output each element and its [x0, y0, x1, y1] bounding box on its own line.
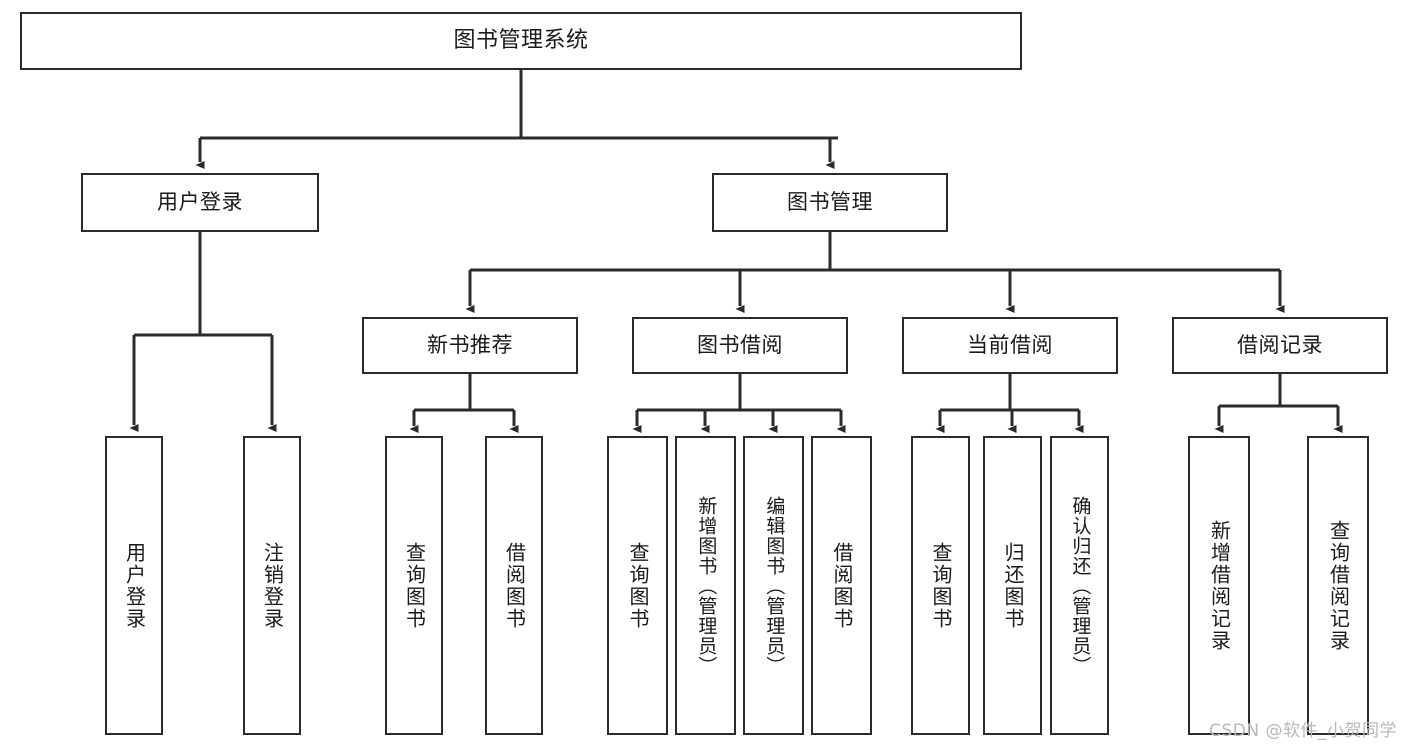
node-user-login[interactable]: 用户登录	[81, 173, 319, 232]
node-label: 借阅记录	[1237, 332, 1323, 357]
node-label: 新增借阅记录	[1207, 519, 1232, 652]
node-leaf-confirm-return-admin[interactable]: 确认归还（管理员）	[1050, 436, 1109, 735]
node-borrow-record[interactable]: 借阅记录	[1172, 317, 1388, 374]
node-leaf-borrow-book[interactable]: 借阅图书	[811, 436, 872, 735]
node-label: 查询借阅记录	[1326, 519, 1351, 652]
watermark-text: CSDN @软件_小贺同学	[1209, 721, 1397, 741]
node-label: 查询图书	[929, 541, 953, 630]
node-current-borrow[interactable]: 当前借阅	[902, 317, 1118, 374]
node-label: 编辑图书（管理员）	[763, 495, 786, 676]
node-leaf-add-borrow-record[interactable]: 新增借阅记录	[1188, 436, 1250, 735]
node-label: 查询图书	[402, 541, 427, 630]
node-leaf-edit-book-admin[interactable]: 编辑图书（管理员）	[743, 436, 804, 735]
node-leaf-user-login[interactable]: 用户登录	[105, 436, 163, 735]
node-leaf-return-book[interactable]: 归还图书	[983, 436, 1042, 735]
node-label: 用户登录	[157, 189, 243, 214]
node-label: 图书借阅	[697, 332, 783, 357]
node-label: 确认归还（管理员）	[1069, 495, 1092, 676]
node-new-book-recommend[interactable]: 新书推荐	[362, 317, 578, 374]
node-label: 借阅图书	[502, 541, 527, 630]
node-label: 注销登录	[260, 541, 285, 630]
node-book-management[interactable]: 图书管理	[712, 173, 948, 232]
node-label: 归还图书	[1001, 541, 1025, 630]
node-leaf-query-book-new[interactable]: 查询图书	[385, 436, 443, 735]
node-label: 图书管理系统	[453, 27, 589, 53]
node-leaf-borrow-book-new[interactable]: 借阅图书	[485, 436, 543, 735]
node-leaf-query-borrow-record[interactable]: 查询借阅记录	[1307, 436, 1369, 735]
node-leaf-logout[interactable]: 注销登录	[243, 436, 301, 735]
node-root-system[interactable]: 图书管理系统	[20, 12, 1022, 70]
node-label: 查询图书	[626, 541, 650, 630]
node-book-borrow[interactable]: 图书借阅	[632, 317, 848, 374]
node-label: 新书推荐	[427, 332, 513, 357]
node-label: 图书管理	[787, 189, 873, 214]
node-label: 新增图书（管理员）	[695, 495, 718, 676]
node-label: 用户登录	[122, 541, 147, 630]
node-label: 借阅图书	[830, 541, 854, 630]
node-leaf-add-book-admin[interactable]: 新增图书（管理员）	[675, 436, 736, 735]
node-leaf-query-book-borrow[interactable]: 查询图书	[607, 436, 668, 735]
node-label: 当前借阅	[967, 332, 1053, 357]
node-leaf-query-book-current[interactable]: 查询图书	[911, 436, 970, 735]
